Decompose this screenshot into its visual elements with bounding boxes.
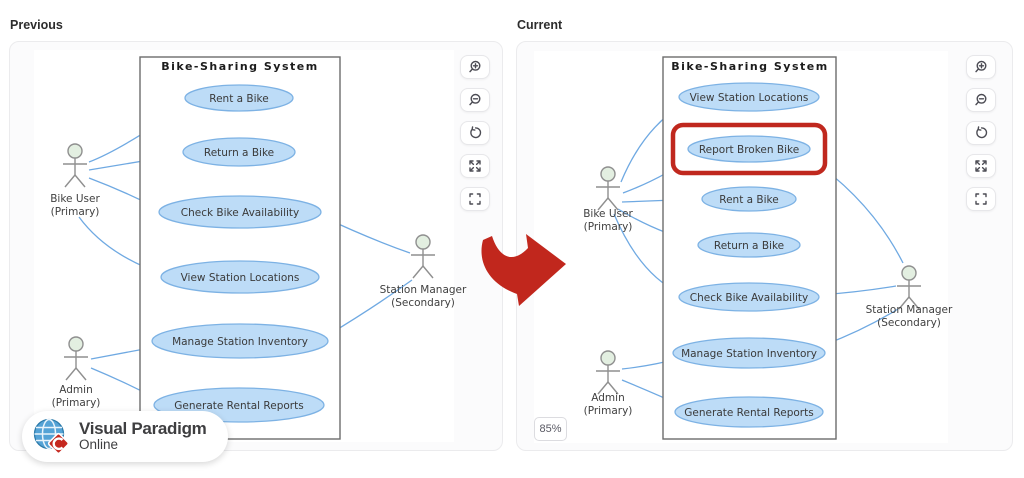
change-arrow-icon <box>481 234 566 306</box>
use-case-check-bike-availability: Check Bike Availability <box>158 195 322 229</box>
actor-name: Admin <box>591 392 624 404</box>
zoom-toolbar <box>460 55 492 220</box>
fullscreen-button[interactable] <box>966 187 996 211</box>
use-case-ellipse <box>678 282 820 312</box>
use-case-label: Report Broken Bike <box>699 144 799 156</box>
actor-station-manager: Station Manager (Secondary) <box>866 265 953 329</box>
visual-paradigm-globe-icon <box>33 418 70 454</box>
use-case-label: Generate Rental Reports <box>684 407 813 419</box>
use-case-label: Return a Bike <box>204 147 274 159</box>
actor-name: Admin <box>59 384 92 396</box>
use-case-label: Check Bike Availability <box>181 207 300 219</box>
use-case-view-station-locations: View Station Locations <box>678 82 820 112</box>
actor-role: (Primary) <box>51 206 100 218</box>
change-highlight-box <box>670 122 828 176</box>
actor-bike-user: Bike User (Primary) <box>583 166 633 233</box>
zoom-in-button[interactable] <box>966 55 996 79</box>
use-case-label: Rent a Bike <box>719 194 778 206</box>
use-case-label: View Station Locations <box>181 272 300 284</box>
zoom-out-button[interactable] <box>460 88 490 112</box>
use-case-label: Manage Station Inventory <box>681 348 817 360</box>
system-title: Bike-Sharing System <box>671 60 828 73</box>
use-case-ellipse <box>674 396 824 428</box>
reset-view-icon <box>976 126 988 139</box>
visual-paradigm-logo[interactable]: Visual Paradigm Online <box>22 411 229 462</box>
actor-bike-user: Bike User (Primary) <box>50 143 100 218</box>
use-case-manage-station-inventory: Manage Station Inventory <box>672 337 826 369</box>
fullscreen-icon <box>469 193 481 205</box>
use-case-ellipse <box>678 82 820 112</box>
use-case-generate-rental-reports: Generate Rental Reports <box>674 396 824 428</box>
use-case-return-a-bike: Return a Bike <box>697 232 801 258</box>
actor-name: Station Manager <box>866 304 953 316</box>
use-case-rent-a-bike: Rent a Bike <box>184 84 294 112</box>
zoom-out-icon <box>469 93 481 106</box>
fullscreen-icon <box>975 193 987 205</box>
current-diagram-canvas[interactable]: Bike-Sharing System View Station Locatio… <box>517 42 1014 451</box>
use-case-ellipse <box>701 186 797 212</box>
logo-product-text: Online <box>79 437 119 453</box>
system-boundary <box>139 56 341 440</box>
actor-role: (Secondary) <box>391 297 455 309</box>
use-case-ellipse <box>687 135 811 163</box>
fullscreen-button[interactable] <box>460 187 490 211</box>
expand-button[interactable] <box>966 154 996 178</box>
current-diagram-panel: Bike-Sharing System View Station Locatio… <box>516 41 1013 451</box>
use-case-ellipse <box>184 84 294 112</box>
previous-panel-label: Previous <box>10 18 63 32</box>
use-case-label: Manage Station Inventory <box>172 336 308 348</box>
logo-brand-text: Visual Paradigm <box>79 419 207 439</box>
expand-button[interactable] <box>460 154 490 178</box>
zoom-out-button[interactable] <box>966 88 996 112</box>
use-case-ellipse <box>158 195 322 229</box>
expand-icon <box>975 160 987 172</box>
zoom-out-icon <box>975 93 987 106</box>
zoom-in-button[interactable] <box>460 55 490 79</box>
use-case-rent-a-bike: Rent a Bike <box>701 186 797 212</box>
actor-station-manager: Station Manager (Secondary) <box>380 234 467 309</box>
system-title: Bike-Sharing System <box>161 60 318 73</box>
actor-name: Bike User <box>583 208 633 220</box>
use-case-ellipse <box>672 337 826 369</box>
use-case-label: Check Bike Availability <box>690 292 809 304</box>
previous-diagram-canvas[interactable]: Bike-Sharing System Rent a Bike Return a… <box>10 42 504 451</box>
reset-view-button[interactable] <box>966 121 996 145</box>
actor-role: (Primary) <box>52 397 101 409</box>
zoom-in-icon <box>975 60 987 73</box>
use-case-ellipse <box>182 137 296 167</box>
logo-wordmark: Visual Paradigm Online <box>79 419 207 453</box>
actor-admin: Admin (Primary) <box>52 336 101 409</box>
use-case-check-bike-availability: Check Bike Availability <box>678 282 820 312</box>
current-panel-label: Current <box>517 18 563 32</box>
use-case-ellipse <box>160 260 320 294</box>
use-case-view-station-locations: View Station Locations <box>160 260 320 294</box>
zoom-in-icon <box>469 60 481 73</box>
use-case-ellipse <box>697 232 801 258</box>
use-case-label: Return a Bike <box>714 240 784 252</box>
use-case-label: Rent a Bike <box>209 93 268 105</box>
expand-icon <box>469 160 481 172</box>
reset-view-icon <box>470 126 482 139</box>
use-case-return-a-bike: Return a Bike <box>182 137 296 167</box>
use-case-label: View Station Locations <box>690 92 809 104</box>
use-case-report-broken-bike: Report Broken Bike <box>670 122 828 176</box>
previous-diagram-panel: Bike-Sharing System Rent a Bike Return a… <box>9 41 503 451</box>
reset-view-button[interactable] <box>460 121 490 145</box>
use-case-label: Generate Rental Reports <box>174 400 303 412</box>
use-case-manage-station-inventory: Manage Station Inventory <box>151 323 329 359</box>
actor-name: Station Manager <box>380 284 467 296</box>
actor-role: (Primary) <box>584 221 633 233</box>
actor-role: (Secondary) <box>877 317 941 329</box>
zoom-toolbar <box>966 55 998 220</box>
zoom-level-badge: 85% <box>534 417 567 441</box>
actor-name: Bike User <box>50 193 100 205</box>
use-case-ellipse <box>151 323 329 359</box>
actor-role: (Primary) <box>584 405 633 417</box>
actor-admin: Admin (Primary) <box>584 350 633 417</box>
